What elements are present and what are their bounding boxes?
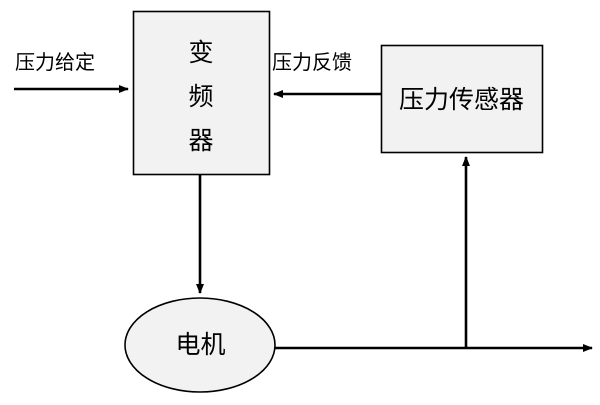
edge-feedback-label: 压力反馈	[272, 50, 352, 74]
node-vfd-label: 变频器	[188, 38, 214, 155]
edge-setpoint-label: 压力给定	[15, 50, 95, 74]
node-sensor-box	[380, 44, 544, 154]
node-motor-ellipse	[124, 297, 276, 393]
node-vfd-box	[132, 10, 271, 176]
node-sensor-label: 压力传感器	[398, 85, 524, 114]
node-motor-label: 电机	[175, 330, 226, 359]
